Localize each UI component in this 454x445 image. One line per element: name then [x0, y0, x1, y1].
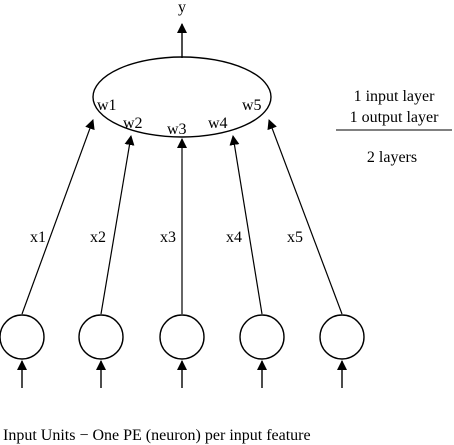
diagram-caption: Input Units − One PE (neuron) per input …	[3, 427, 311, 444]
output-label: y	[178, 0, 186, 16]
note-total-layers: 2 layers	[367, 149, 417, 166]
note-input-layer: 1 input layer	[354, 88, 436, 105]
input-unit-4	[239, 314, 285, 360]
connection-1	[21, 119, 95, 315]
weight-label-5: w5	[242, 97, 262, 114]
input-unit-2	[78, 314, 124, 360]
weight-label-3: w3	[167, 121, 187, 138]
weight-label-4: w4	[208, 115, 228, 132]
connection-2	[100, 135, 135, 315]
output-neuron	[92, 56, 272, 138]
note-output-layer: 1 output layer	[350, 109, 440, 126]
input-label-5: x5	[287, 229, 303, 246]
connection-5	[267, 119, 343, 315]
weight-label-2: w2	[123, 115, 143, 132]
input-label-4: x4	[226, 229, 242, 246]
connection-4	[229, 135, 263, 315]
input-label-2: x2	[90, 229, 106, 246]
input-unit-3	[159, 314, 205, 360]
input-unit-5	[319, 314, 365, 360]
input-label-3: x3	[160, 229, 176, 246]
input-unit-1	[0, 314, 45, 360]
weight-label-1: w1	[97, 97, 117, 114]
input-label-1: x1	[30, 229, 46, 246]
